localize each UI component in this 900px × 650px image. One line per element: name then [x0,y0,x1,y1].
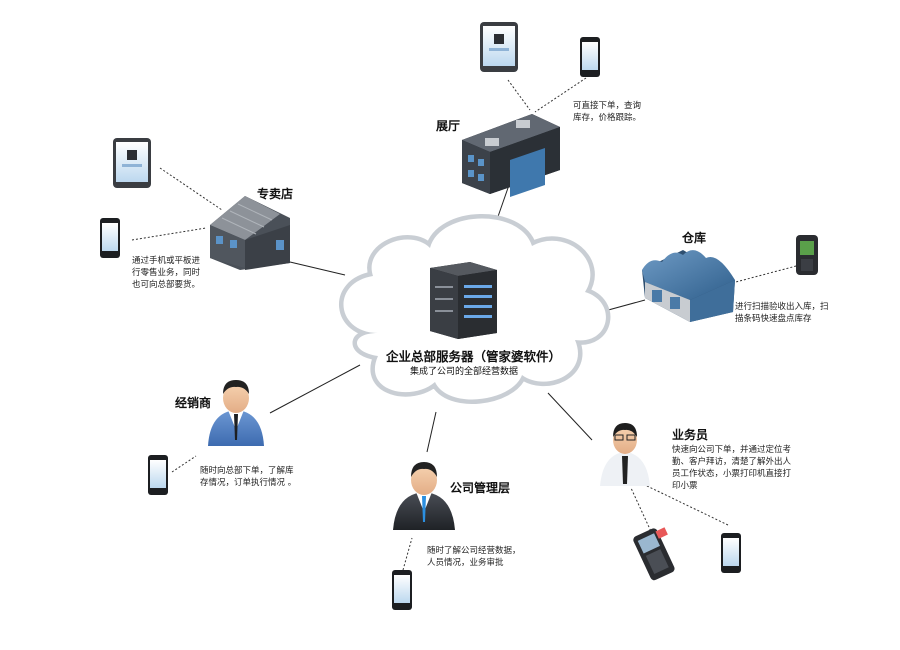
salesman-person-icon [600,423,650,486]
desc-line: 行零售业务，同时 [132,268,201,278]
server-icon [430,262,497,339]
desc-line: 勤、客户拜访，清楚了解外出人 [672,457,792,467]
server-title: 企业总部服务器（管家婆软件） [386,349,562,364]
phone-icon [721,533,741,573]
desc-line: 印小票 [672,481,698,491]
phone-icon [580,37,600,77]
barcode-scanner-icon [796,235,818,275]
desc-line: 员工作状态，小票打印机直接打 [672,469,792,479]
warehouse-title: 仓库 [682,231,707,245]
store-desc: 通过手机或平板进 行零售业务，同时 也可向总部要货。 [132,255,200,291]
line-dealer [269,364,361,414]
salesman-desc: 快速向公司下单，并通过定位考 勤、客户拜访，清楚了解外出人 员工作状态，小票打印… [672,444,791,492]
phone-icon [148,455,168,495]
tablet-icon [113,138,151,188]
line-store [289,261,346,276]
phone-icon [100,218,120,258]
management-desc: 随时了解公司经营数据， 人员情况，业务审批 [427,545,521,569]
showroom-title: 展厅 [436,119,461,133]
management-person-icon [393,462,455,530]
phone-icon [392,570,412,610]
server-subtitle: 集成了公司的全部经营数据 [410,367,519,377]
management-title: 公司管理层 [450,481,511,495]
desc-line: 也可向总部要货。 [132,280,201,290]
warehouse-desc: 进行扫描验收出入库，扫 描条码快速盘点库存 [735,301,829,325]
salesman-title: 业务员 [672,428,709,442]
store-building-icon [210,196,290,270]
desc-line: 随时向总部下单，了解库 [200,466,294,476]
dealer-person-icon [208,380,264,446]
desc-line: 存情况，订单执行情况 。 [200,478,297,488]
dealer-title: 经销商 [175,396,212,410]
dealer-desc: 随时向总部下单，了解库 存情况，订单执行情况 。 [200,465,296,489]
desc-line: 快速向公司下单，并通过定位考 [672,445,792,455]
line-management [426,411,437,453]
tablet-icon [480,22,518,72]
desc-line: 库存，价格跟踪。 [573,113,642,123]
desc-line: 描条码快速盘点库存 [735,314,812,324]
pda-printer-icon [633,527,675,581]
desc-line: 可直接下单，查询 [573,101,642,111]
desc-line: 进行扫描验收出入库，扫 [735,302,829,312]
showroom-desc: 可直接下单，查询 库存，价格跟踪。 [573,100,641,124]
desc-line: 随时了解公司经营数据， [427,546,521,556]
desc-line: 人员情况，业务审批 [427,558,504,568]
desc-line: 通过手机或平板进 [132,256,201,266]
showroom-building-icon [462,114,560,197]
store-title: 专卖店 [257,187,294,201]
line-salesman [547,392,593,441]
warehouse-building-icon [642,250,735,322]
